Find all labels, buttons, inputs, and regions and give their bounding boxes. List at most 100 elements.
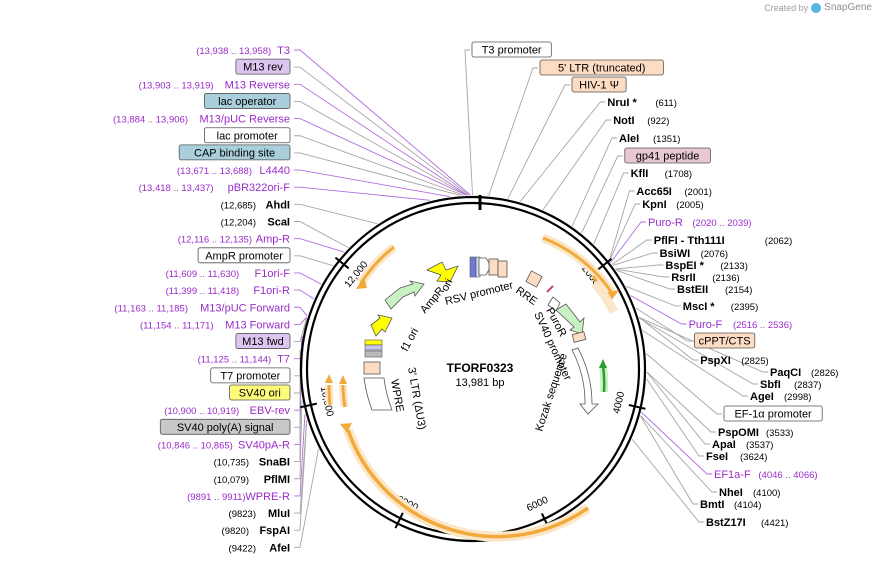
f1ori-label: f1 ori [399,326,421,353]
sbfi-leader [639,317,758,385]
orf-arrowhead-amp [356,277,367,289]
lac-operator-leader [294,100,467,196]
right-annotation-sbfi: SbfI(2837) [760,379,821,391]
backbone-outer-strand [299,195,647,543]
kfli-label: KflI [631,168,649,180]
paqci-label: PaqCI [770,367,801,379]
amp-r-leader [294,238,345,253]
sv40pa-r-position: (10,846 .. 10,865) [158,440,233,451]
rre-feature [525,270,543,288]
alei-leader [571,137,617,227]
hiv-1-label: HIV-1 Ψ [579,80,619,92]
left-annotation-snabi: SnaBI(10,735) [214,457,290,469]
ef1a-promoter-feature [571,347,599,415]
rsrii-position: (2136) [712,273,739,284]
ahdi-position: (12,685) [221,200,256,211]
tick-mark [597,258,613,271]
right-annotation-noti: NotI(922) [613,115,669,127]
left-annotation-amp-r: Amp-R(12,116 .. 12,135) [178,234,290,246]
right-annotation-cppt-cts: cPPT/CTS [694,332,756,349]
puro-f-position: (2516 .. 2536) [733,320,792,331]
pspomi-position: (3533) [766,428,793,439]
rre-label: RRE [513,285,539,308]
bspei-position: (2133) [720,261,747,272]
left-annotation-f1ori-r: F1ori-R(11,399 .. 11,418) [166,285,290,297]
kozak-label: Kozak sequence [533,352,570,433]
snapgene-brand-name: SnapGene [824,2,872,13]
pflfi-tth111i-leader [611,239,652,265]
paqci-position: (2826) [811,368,838,379]
left-annotation-m13-reverse: M13 Reverse(13,903 .. 13,919) [139,79,290,91]
ef-1-promoter-box [723,405,823,422]
pflfi-tth111i-label: PflFI - Tth111I [654,235,725,247]
snabi-label: SnaBI [259,457,290,469]
nhei-position: (4100) [753,488,780,499]
tick-mark [628,404,646,410]
amp-r-label: Amp-R [256,234,290,246]
agei-label: AgeI [750,391,774,403]
bmti-label: BmtI [700,499,724,511]
right-annotation-5-ltr-truncated: 5' LTR (truncated) [539,59,664,76]
wpre-label: WPRE [388,378,406,413]
m13-puc-reverse-position: (13,884 .. 13,906) [113,115,188,126]
m13-rev-label: M13 rev [243,62,283,74]
right-annotation-paqci: PaqCI (2826) [770,367,838,379]
apai-position: (3537) [746,440,773,451]
bsteii-position: (2154) [725,285,752,296]
scai-position: (12,204) [221,218,256,229]
left-annotation-cap-binding-site: CAP binding site [178,144,291,161]
sbfi-label: SbfI [760,379,781,391]
m13-puc-reverse-leader [294,118,467,196]
orf-arc-small-b [341,384,347,408]
orf-arcs [324,233,619,542]
puro-f-label: Puro-F [689,319,723,331]
kfli-leader [593,172,629,244]
wpre-feature [363,377,393,411]
t7-promoter-label: T7 promoter [220,370,280,382]
nhei-label: NheI [719,487,743,499]
bsiwi-position: (2076) [701,249,728,260]
left-annotation-m13-fwd: M13 fwd [235,333,291,349]
polya-block [364,350,383,358]
lac-region-block [469,256,477,278]
kozak-orf-arc [601,365,606,393]
fspai-leader [294,420,308,531]
bstz17i-position: (4421) [761,518,788,529]
left-annotation-sv40-ori: SV40 ori [229,384,291,401]
left-annotation-sv40-poly-a-signal: SV40 poly(A) signal [159,418,291,435]
left-annotation-m13-rev: M13 rev [235,58,291,75]
nrui-leader [519,101,606,202]
pbr322ori-f-leader [294,186,431,201]
psi-feature [497,260,508,278]
right-annotation-apai: ApaI(3537) [712,439,773,451]
pflmi-label: PflMI [264,474,290,486]
right-annotation-bspei: BspEI *(2133) [665,260,747,272]
left-annotation-ebv-rev: EBV-rev(10,900 .. 10,919) [164,405,290,417]
bstz17i-leader [631,439,704,523]
acc65i-leader [608,190,635,261]
f1ori-f-position: (11,609 .. 11,630) [166,269,240,280]
hiv-1-box [571,76,627,93]
l4440-leader [294,169,450,198]
right-annotation-bsiwi: BsiWI(2076) [660,248,728,260]
left-annotation-m13-puc-forward: M13/pUC Forward(11,163 .. 11,185) [114,302,290,314]
ef1a-f-leader [641,412,712,475]
hiv-1-leader [507,84,570,199]
msci-position: (2395) [731,302,758,313]
puro-r-label: Puro-R [648,217,683,229]
puro-r-leader [610,221,646,263]
apai-leader [646,371,710,445]
pspomi-label: PspOMI [718,427,759,439]
afei-label: AfeI [269,542,290,554]
f1ori-r-position: (11,399 .. 11,418) [166,286,240,297]
mlui-position: (9823) [229,509,256,520]
5-ltr-truncated-leader [488,67,538,196]
left-annotation-lac-operator: lac operator [203,93,291,109]
ef1a-f-position: (4046 .. 4066) [758,470,817,481]
snapgene-branding: Created by SnapGene [764,2,872,13]
pbr322ori-f-label: pBR322ori-F [228,182,291,194]
sv40pa-r-label: SV40pA-R [238,439,290,451]
right-annotation-bmti: BmtI(4104) [700,499,761,511]
plasmid-size: 13,981 bp [456,377,505,389]
